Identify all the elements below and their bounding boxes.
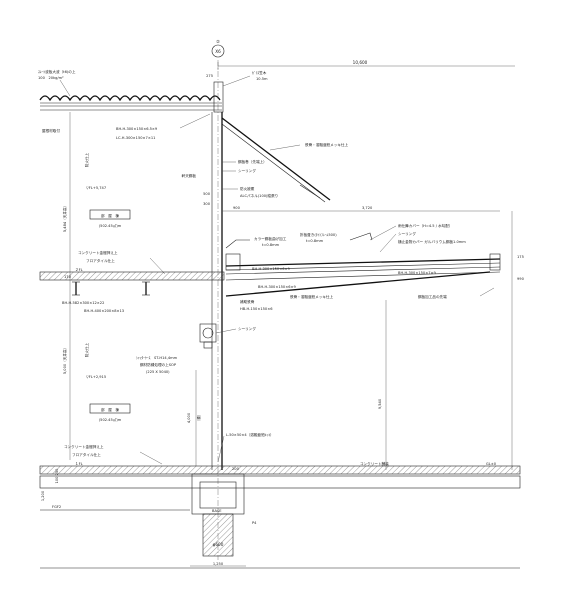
wall-note-5: 防火被覆 xyxy=(240,186,255,191)
upper-fl-mark: ▽FL+5,747 xyxy=(86,186,106,190)
canopy-brace2: HB-H-150×150×6 xyxy=(240,307,273,311)
dim-500: 500 xyxy=(203,192,211,196)
wall-note-8: ｼｬｯﾀｰｹｰｽ ST-H14,4mm xyxy=(136,355,178,360)
dim-990: 990 xyxy=(517,277,525,281)
dim-300: 300 xyxy=(203,202,211,206)
lower-room-name: 部 屋 棟 xyxy=(101,407,119,412)
roof-insulation-note: 屋根材取付 xyxy=(42,128,60,133)
upper-room-box xyxy=(89,209,131,220)
base-label: BASE xyxy=(212,509,222,513)
gl-label: GL±0 xyxy=(486,462,497,466)
beam-a: BH-H-582×300×12×22 xyxy=(62,301,104,305)
upper-room-area: (502.45㎡)m xyxy=(99,223,122,228)
shutter-box xyxy=(199,323,217,349)
upper-slab-note: コンクリート金鏝押え上 xyxy=(78,250,118,255)
wall-note-6: ALCパネル(100)縦張り xyxy=(240,193,278,198)
floor-beams xyxy=(72,281,150,296)
wall-note-3: シーリング xyxy=(238,168,256,173)
dim-900: 900 xyxy=(233,206,241,210)
second-floor-label: ２FL xyxy=(75,268,83,272)
top-span-dim: 10,600 xyxy=(353,60,368,65)
canopy-edge-note: 折板葺き(ﾀｲﾄﾌﾚｰﾑ500) xyxy=(300,232,337,237)
dim-9540: 9,540 xyxy=(378,398,382,409)
rain-pipe-note: 鋼板加工品の先端 xyxy=(418,294,447,299)
wall-note-11: L-50×50×4（溶融亜鉛ﾒｯｷ） xyxy=(226,432,274,437)
grid-mark: ② xyxy=(216,39,220,44)
upper-slab-note2: フロアタイル仕上 xyxy=(86,258,115,263)
roof-beam1: BH-H-300×150×6.5×9 xyxy=(116,127,158,131)
ground-label: コンクリート舗装 xyxy=(360,461,389,466)
grid-bubble xyxy=(211,44,225,58)
dim-4000-sub: （腰） xyxy=(196,413,201,424)
canopy-top-note: カラー鋼板曲げ加工 xyxy=(254,236,287,241)
roof-beam2: LC-H-300×150×7×11 xyxy=(116,136,155,140)
upper-room-name: 部 屋 棟 xyxy=(101,213,119,218)
dim-4000: 4,000 xyxy=(187,412,191,423)
beam-b: BH-H-400×200×8×13 xyxy=(84,309,124,313)
canopy-beam2: BH-H-300×150×6×9 xyxy=(258,285,297,289)
roof-finish-note: ｽﾚｰﾄ波板大波（t6)の上 xyxy=(38,69,76,74)
lower-room-area: (502.45㎡)m xyxy=(99,417,122,422)
lower-fl-mark: ▽FL+2,915 xyxy=(86,375,106,379)
wall-note-1: 鉄骨・溶融亜鉛メッキ仕上 xyxy=(305,142,349,147)
wall-note-9: 鋼材防錆処理の上SOP xyxy=(140,362,177,367)
canopy-steel: 鉄骨・溶融亜鉛メッキ仕上 xyxy=(290,294,334,299)
lower-slab-note: コンクリート金鏝押え上 xyxy=(64,444,104,449)
footing-beam xyxy=(39,475,521,489)
wall-note-7: シーリング xyxy=(238,326,256,331)
roof-corrugated xyxy=(39,95,222,111)
dim-1250: 1,250 xyxy=(213,562,224,566)
wall-note-10: (225 X 5040) xyxy=(146,370,170,374)
canopy-edge-note2: t=0.8mm xyxy=(306,239,324,243)
first-floor-label: １FL xyxy=(75,462,83,466)
parapet-value: 10.5m xyxy=(256,77,268,81)
dim-1200: 1,200 xyxy=(41,490,45,501)
gutter-note-3: 樋止金物カバー ガルバリウム鋼板1.0mm xyxy=(398,239,466,244)
lower-slab-note2: フロアタイル仕上 xyxy=(72,452,101,457)
roof-finish-weight: 100 20kg/m² xyxy=(38,76,64,80)
canopy-top-note2: t=0.8mm xyxy=(262,243,280,247)
slab-170: 170 xyxy=(64,275,72,279)
pile-diameter: φ600 xyxy=(213,542,224,547)
pile-label: P4 xyxy=(252,521,257,525)
dim-200: 200 xyxy=(232,467,240,471)
parapet-label: ｶﾞﾗｽ笠木 xyxy=(252,70,267,75)
lower-floor-height: 5,000（天井高） xyxy=(62,346,67,374)
lower-wall-note: 防火仕上 xyxy=(84,342,89,357)
gutter-note-1: 雨仕舞カバー（H=4.5 / 水勾配） xyxy=(398,223,452,228)
gutter-note-4: BH-H-300×150×7×9 xyxy=(398,271,437,275)
second-floor-slab xyxy=(39,271,225,281)
lower-room-box xyxy=(89,403,131,414)
gutter-note-2: シーリング xyxy=(398,231,416,236)
dim-275: 275 xyxy=(206,74,213,78)
canopy-beam: BH-H-300×150×6×9 xyxy=(252,267,291,271)
wall-note-4: 軒天鋼板 xyxy=(182,173,197,178)
eave-strut xyxy=(221,117,331,203)
canopy-roof xyxy=(225,232,501,297)
canopy-brace: 補助鉄骨 xyxy=(240,299,255,304)
base-dims: 100 250 xyxy=(55,468,59,484)
wall-note-2: 鋼板巻（先端上） xyxy=(238,159,267,164)
foundation-label: FGF2 xyxy=(52,505,61,509)
pile-foundation xyxy=(191,473,245,557)
upper-wall-note: 防火仕上 xyxy=(84,152,89,167)
ground-floor-slab xyxy=(39,465,521,475)
parapet xyxy=(213,81,224,113)
canopy-span-dim: 3,720 xyxy=(362,206,373,210)
dim-175: 175 xyxy=(517,255,524,259)
upper-floor-height: 5,484（天井高） xyxy=(62,204,67,232)
grid-axis-label: X6 xyxy=(215,49,221,54)
